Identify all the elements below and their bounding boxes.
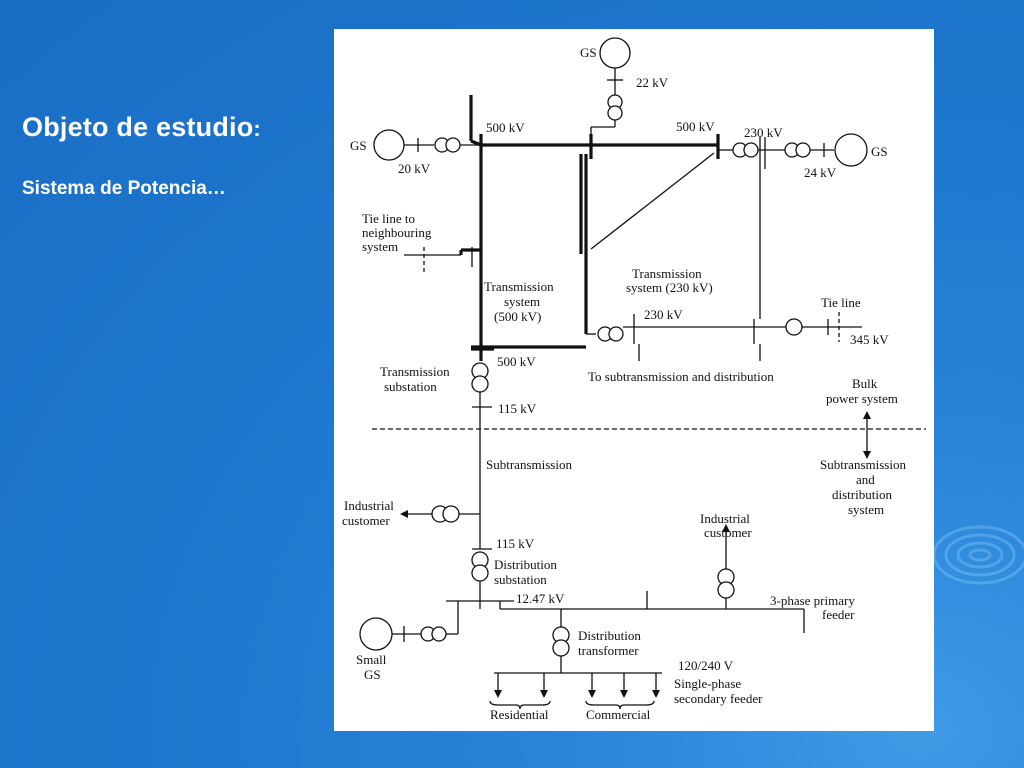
kv-20-label: 20 kV xyxy=(398,161,431,176)
subtransmission-label: Subtransmission xyxy=(486,457,572,472)
primary-label-1: 3-phase primary xyxy=(770,593,855,608)
trans230-label-1: Transmission xyxy=(632,266,702,281)
residential-label: Residential xyxy=(490,707,549,722)
secondary-label-2: secondary feeder xyxy=(674,691,763,706)
subdist-label-2: and xyxy=(856,472,875,487)
trans-sub-2: substation xyxy=(384,379,437,394)
bus-500kv-low xyxy=(471,345,586,459)
slide-title-text: Objeto de estudio xyxy=(22,112,254,142)
generator-small xyxy=(359,617,447,651)
gen-right-label: GS xyxy=(871,144,888,159)
one-line-diagram: GS 22 kV 500 kV 500 kV GS 20 kV xyxy=(342,37,926,722)
dist-tr-label-1: Distribution xyxy=(578,628,641,643)
kv-500-left-label: 500 kV xyxy=(486,120,525,135)
kv-1247-label: 12.47 kV xyxy=(516,591,565,606)
bulk-label-1: Bulk xyxy=(852,376,878,391)
kv-230-mid-label: 230 kV xyxy=(644,307,683,322)
trans500-label-3: (500 kV) xyxy=(494,309,541,324)
transmission-230kv xyxy=(586,169,862,361)
gen-small-label-2: GS xyxy=(364,667,381,682)
dist-sub-label-1: Distribution xyxy=(494,557,557,572)
ind-left-label-1: Industrial xyxy=(344,498,394,513)
tie-line-left-1: Tie line to xyxy=(362,211,415,226)
kv-24-label: 24 kV xyxy=(804,165,837,180)
to-subtransmission-label: To subtransmission and distribution xyxy=(588,369,774,384)
generator-right xyxy=(718,133,868,169)
primary-feeder xyxy=(446,524,805,635)
kv-22-label: 22 kV xyxy=(636,75,669,90)
kv-120240-label: 120/240 V xyxy=(678,658,734,673)
ind-left-label-2: customer xyxy=(342,513,390,528)
kv-345-label: 345 kV xyxy=(850,332,889,347)
subdist-label-1: Subtransmission xyxy=(820,457,906,472)
trans230-label-2: system (230 kV) xyxy=(626,280,713,295)
ind-right-label-1: Industrial xyxy=(700,511,750,526)
dist-sub-label-2: substation xyxy=(494,572,547,587)
subtransmission-line xyxy=(400,459,492,609)
generator-left xyxy=(373,129,481,161)
commercial-label: Commercial xyxy=(586,707,651,722)
trans-sub-1: Transmission xyxy=(380,364,450,379)
bus-500kv-top xyxy=(469,95,720,361)
ind-right-label-2: customer xyxy=(704,525,752,540)
kv-115-b-label: 115 kV xyxy=(496,536,535,551)
trans500-label-2: system xyxy=(504,294,540,309)
gen-left-label: GS xyxy=(350,138,367,153)
subdist-label-3: distribution xyxy=(832,487,892,502)
trans500-label-1: Transmission xyxy=(484,279,554,294)
dist-tr-label-2: transformer xyxy=(578,643,639,658)
tie-line-left xyxy=(404,247,481,275)
kv-500-low-label: 500 kV xyxy=(497,354,536,369)
bulk-boundary-arrow xyxy=(863,411,871,459)
water-ripple-decoration xyxy=(932,525,1024,585)
kv-230-top-label: 230 kV xyxy=(744,125,783,140)
primary-label-2: feeder xyxy=(822,607,855,622)
bulk-label-2: power system xyxy=(826,391,898,406)
slide-title-colon: : xyxy=(253,116,261,141)
secondary-label-1: Single-phase xyxy=(674,676,741,691)
slide-subtitle: Sistema de Potencia… xyxy=(22,178,226,199)
kv-115-a-label: 115 kV xyxy=(498,401,537,416)
power-system-diagram: GS 22 kV 500 kV 500 kV GS 20 kV xyxy=(334,29,934,731)
tie-line-right-label: Tie line xyxy=(821,295,861,310)
tie-line-left-2: neighbouring xyxy=(362,225,432,240)
subdist-label-4: system xyxy=(848,502,884,517)
gen-top-label: GS xyxy=(580,45,597,60)
tie-line-left-3: system xyxy=(362,239,398,254)
secondary-feeder xyxy=(489,609,662,710)
generator-top xyxy=(590,37,631,149)
gen-small-label-1: Small xyxy=(356,652,387,667)
kv-500-right-label: 500 kV xyxy=(676,119,715,134)
slide-title: Objeto de estudio: xyxy=(22,112,261,143)
